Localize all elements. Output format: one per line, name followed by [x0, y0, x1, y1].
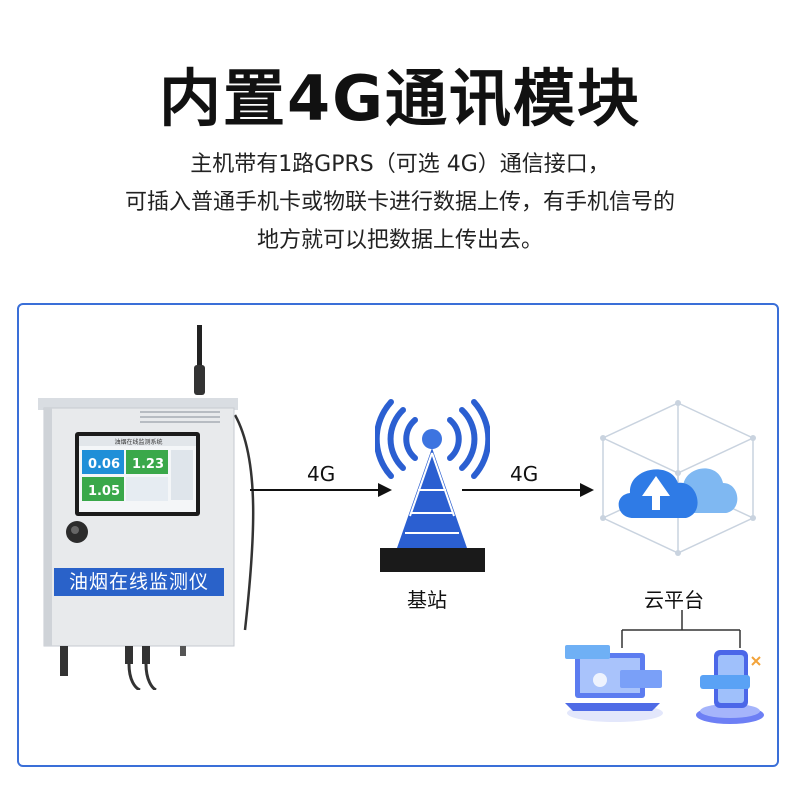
- link-label-left: 4G: [307, 462, 336, 486]
- reading-2: 1.23: [131, 457, 165, 472]
- tower-icon: [375, 399, 490, 572]
- base-station-label: 基站: [407, 588, 447, 612]
- description-line-1: 主机带有1路GPRS（可选 4G）通信接口，: [190, 152, 610, 177]
- page-title: 内置4G通讯模块: [158, 62, 642, 135]
- description-line-3: 地方就可以把数据上传出去。: [256, 228, 543, 253]
- description: 主机带有1路GPRS（可选 4G）通信接口， 可插入普通手机卡或物联卡进行数据上…: [0, 146, 800, 260]
- link-label-right: 4G: [510, 462, 539, 486]
- device-label: 油烟在线监测仪: [68, 571, 209, 593]
- screen-title: 油烟在线监测系统: [114, 439, 163, 446]
- description-line-2: 可插入普通手机卡或物联卡进行数据上传，有手机信号的: [124, 190, 675, 215]
- cloud-platform-icon: [600, 400, 756, 556]
- computer-terminal-icon: [565, 645, 663, 722]
- monitor-device-illustration: [38, 325, 255, 690]
- arrow-to-base-station: [250, 483, 392, 497]
- reading-3: 1.05: [87, 484, 121, 499]
- device-label-band: [54, 568, 224, 596]
- cloud-label: 云平台: [644, 588, 704, 612]
- cloud-branch-connector: [621, 610, 741, 648]
- mobile-terminal-icon: [696, 650, 764, 724]
- arrow-to-cloud: [462, 483, 594, 497]
- cable: [233, 414, 255, 631]
- antenna-icon: [197, 325, 202, 395]
- reading-1: 0.06: [87, 457, 121, 472]
